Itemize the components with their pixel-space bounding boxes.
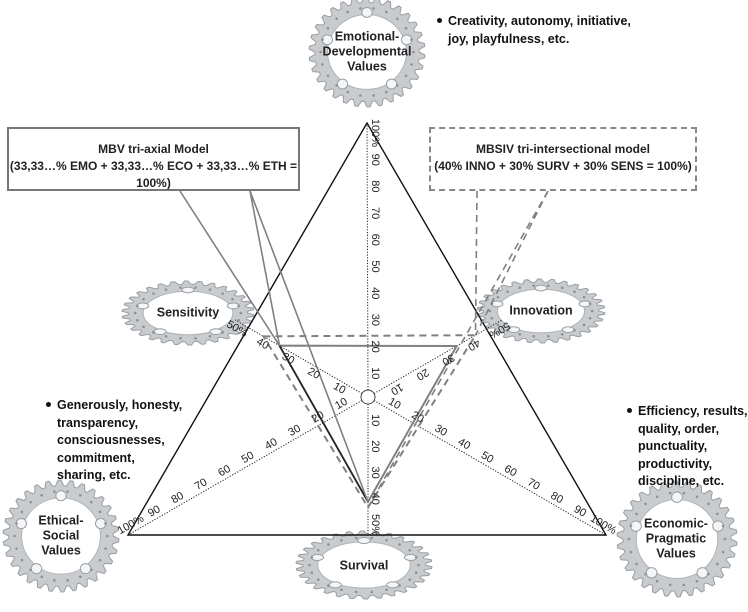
callout-mbv-title: MBV tri-axial Model xyxy=(98,142,209,156)
gears-layer xyxy=(2,0,738,600)
mbsiv-pointer-1 xyxy=(474,190,478,336)
tick-ethical-5: 50 xyxy=(240,449,257,466)
tick-sensitivity-4: 40 xyxy=(254,336,271,353)
model-triangles xyxy=(261,334,478,510)
tick-sensitivity-3: 30 xyxy=(280,351,297,368)
bullet-emotional: Creativity, autonomy, initiative, joy, p… xyxy=(437,13,631,48)
tick-labels: 102030405060708090100%1020304050%1020304… xyxy=(116,119,619,537)
tick-survival-5: 50% xyxy=(369,514,381,536)
tick-emotional-10: 100% xyxy=(369,119,381,147)
axis-economic xyxy=(373,400,607,536)
gear-icon-emotional xyxy=(308,0,426,108)
tick-economic-6: 60 xyxy=(502,463,519,480)
tick-economic-5: 50 xyxy=(479,449,496,466)
mbsiv-pointer-2 xyxy=(474,190,549,336)
vertex-label-ethical: Ethical- Social Values xyxy=(38,513,84,558)
bullet-dot xyxy=(437,18,442,24)
callout-mbv-formula: (33,33…% EMO + 33,33…% ECO + 33,33…% ETH… xyxy=(9,159,298,190)
tick-economic-3: 30 xyxy=(432,423,449,440)
tick-survival-2: 20 xyxy=(369,440,381,452)
tick-ethical-7: 70 xyxy=(193,476,210,493)
tick-ethical-1: 10 xyxy=(333,396,350,413)
intersection-label-innovation: Innovation xyxy=(509,303,573,318)
callout-pointers xyxy=(179,190,549,508)
main-triangle xyxy=(126,121,608,536)
tick-ethical-8: 80 xyxy=(169,490,186,507)
intersection-label-sensitivity: Sensitivity xyxy=(156,305,220,320)
axis-ethical-opposite xyxy=(373,319,503,394)
bullet-economic: Efficiency, results, quality, order, pun… xyxy=(627,403,748,491)
mbv-left-edge xyxy=(278,345,369,503)
axis-economic-opposite xyxy=(233,318,363,394)
mbv-pointer-1 xyxy=(179,190,281,347)
mbsiv-pointer-3 xyxy=(367,190,549,508)
tick-economic-7: 70 xyxy=(525,476,542,493)
gear-icon-sensitivity xyxy=(121,280,255,346)
tick-survival-4: 40 xyxy=(369,493,381,505)
callout-mbsiv-formula: (40% INNO + 30% SURV + 30% SENS = 100%) xyxy=(434,159,692,173)
tick-emotional-4: 40 xyxy=(369,287,381,299)
gear-icon-innovation xyxy=(476,278,606,344)
bullet-dot xyxy=(46,402,51,408)
tick-innovation-1: 10 xyxy=(389,381,406,398)
tick-economic-2: 20 xyxy=(409,409,426,426)
tick-emotional-5: 50 xyxy=(369,260,381,272)
tick-emotional-2: 20 xyxy=(369,340,381,352)
tick-innovation-3: 30 xyxy=(440,351,457,368)
triangle-outline xyxy=(126,121,608,536)
tick-economic-10: 100% xyxy=(588,513,619,538)
tick-innovation-4: 40 xyxy=(466,336,483,353)
tick-survival-3: 30 xyxy=(369,466,381,478)
bullet-ethical: Generously, honesty, transparency, consc… xyxy=(46,397,182,485)
gear-icon-economic xyxy=(616,480,738,598)
tick-sensitivity-1: 10 xyxy=(331,380,348,397)
mbsiv-model-triangle xyxy=(261,334,478,510)
callout-mbsiv-title: MBSIV tri-intersectional model xyxy=(475,142,651,156)
tick-emotional-6: 60 xyxy=(369,234,381,246)
gear-icon-survival xyxy=(295,530,433,600)
mbv-pointer-3 xyxy=(249,190,369,503)
vertex-label-emotional: Emotional- Developmental Values xyxy=(322,29,412,74)
tick-ethical-2: 20 xyxy=(310,409,327,426)
vertex-label-economic: Economic- Pragmatic Values xyxy=(644,516,708,561)
tick-economic-8: 80 xyxy=(548,490,565,507)
tick-emotional-1: 10 xyxy=(369,367,381,379)
gear-icon-ethical xyxy=(2,479,120,593)
tick-emotional-3: 30 xyxy=(369,314,381,326)
tick-ethical-9: 90 xyxy=(146,503,163,520)
tick-emotional-8: 80 xyxy=(369,180,381,192)
mbv-pointer-2 xyxy=(249,190,281,346)
callout-mbsiv-model: MBSIV tri-intersectional model (40% INNO… xyxy=(429,127,697,191)
center-circle xyxy=(360,389,376,405)
tick-sensitivity-2: 20 xyxy=(305,365,322,382)
axis-emotional xyxy=(366,122,369,391)
callout-mbv-model: MBV tri-axial Model (33,33…% EMO + 33,33… xyxy=(7,127,300,191)
tick-survival-1: 10 xyxy=(369,414,381,426)
tick-innovation-2: 20 xyxy=(414,366,431,383)
bullet-dot xyxy=(627,408,632,414)
tick-economic-4: 40 xyxy=(456,436,473,453)
tick-emotional-7: 70 xyxy=(369,207,381,219)
tick-ethical-4: 40 xyxy=(263,436,280,453)
tick-economic-1: 10 xyxy=(386,396,403,413)
tick-economic-9: 90 xyxy=(572,503,589,520)
tick-ethical-6: 60 xyxy=(216,463,233,480)
tick-emotional-9: 90 xyxy=(369,154,381,166)
tick-ethical-3: 30 xyxy=(286,423,303,440)
intersection-label-survival: Survival xyxy=(339,558,389,573)
